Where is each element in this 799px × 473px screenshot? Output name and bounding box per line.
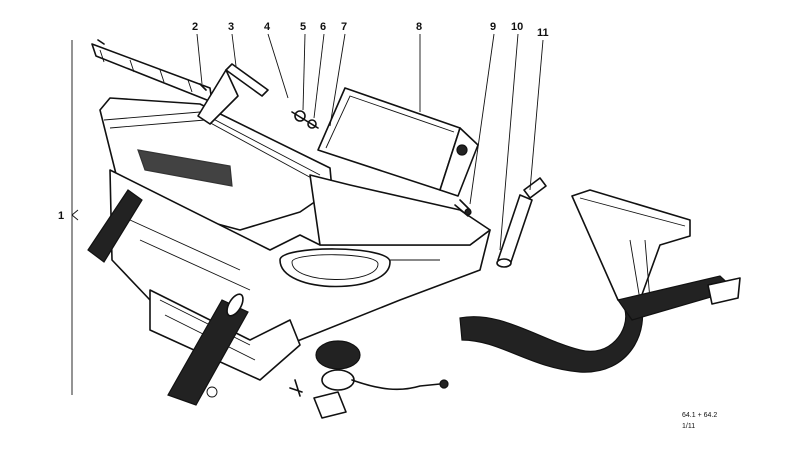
callout-5: 5: [300, 21, 306, 33]
right-hose: [459, 275, 741, 373]
leader-lines: [196, 33, 544, 251]
sheet-number: 1/11: [682, 423, 695, 430]
mounting-rail: [91, 39, 213, 103]
reference-code: 64.1 + 64.2: [682, 412, 717, 419]
callout-4: 4: [264, 21, 271, 33]
callout-9: 9: [490, 21, 496, 33]
callout-1: 1: [58, 210, 64, 222]
tube-parts: [454, 177, 547, 268]
fasteners: [291, 110, 319, 129]
callout-6: 6: [320, 21, 326, 33]
bracket-item-1: [71, 40, 79, 395]
callout-7: 7: [341, 21, 347, 33]
callout-11: 11: [537, 27, 549, 39]
filter-box: [317, 87, 479, 197]
blower-motor: [289, 340, 449, 419]
callout-10: 10: [511, 21, 523, 33]
small-vent: [197, 63, 269, 125]
left-duct: [87, 189, 249, 406]
right-vent: [571, 189, 691, 301]
reference-block: 64.1 + 64.2 1/11: [682, 412, 717, 430]
callout-2: 2: [192, 21, 198, 33]
callout-labels: 1 2 3 4 5 6 7 8 9 10 11: [58, 21, 549, 222]
callout-3: 3: [228, 21, 234, 33]
callout-8: 8: [416, 21, 422, 33]
